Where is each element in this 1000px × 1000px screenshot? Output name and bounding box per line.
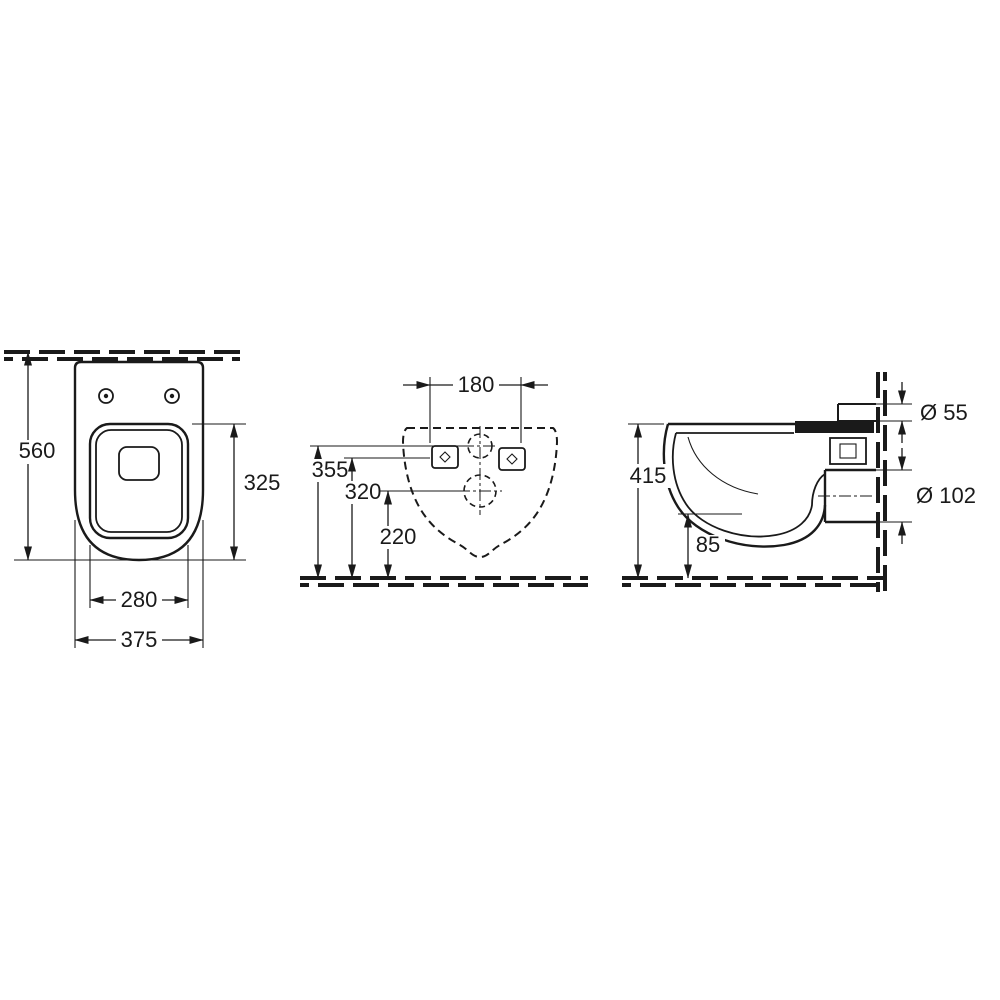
rear-view: 180 355 320 220 — [300, 372, 588, 587]
dim-label-375: 375 — [121, 627, 158, 652]
label-bg — [453, 373, 499, 397]
label-bg — [626, 464, 671, 488]
dim-label-diameter-102: Ø 102 — [916, 483, 976, 508]
dim-label-220: 220 — [380, 524, 417, 549]
dim-label-280: 280 — [121, 587, 158, 612]
dim-total-height-415: 415 — [626, 423, 671, 579]
seat-fixing-hole-left — [98, 388, 114, 404]
dim-label-415: 415 — [630, 463, 667, 488]
inlet-connection-inner — [839, 443, 857, 459]
dim-bowl-depth-325: 325 — [192, 423, 286, 561]
fixing-hole-right — [506, 453, 518, 465]
side-view: 415 85 Ø 55 Ø 102 — [622, 372, 976, 592]
bowl-drain-outline — [118, 446, 160, 481]
seat-fixing-hole-left-center — [103, 393, 109, 399]
seat-hinge-bar — [795, 421, 874, 433]
dim-inlet-height-355: 355 — [308, 445, 466, 579]
dim-label-180: 180 — [458, 372, 495, 397]
floor-hatch-right — [622, 576, 886, 587]
toilet-rear-hidden-outline — [401, 427, 559, 559]
dim-label-325: 325 — [244, 470, 281, 495]
dim-label-560: 560 — [19, 438, 56, 463]
dim-outlet-height-220: 220 — [376, 490, 462, 579]
label-bg — [116, 588, 162, 612]
dim-total-width-375: 375 — [74, 520, 204, 652]
wall-hatch-right — [876, 372, 887, 592]
dim-fixing-height-320: 320 — [341, 457, 430, 579]
dim-label-320: 320 — [345, 479, 382, 504]
seat-fixing-hole-right — [164, 388, 180, 404]
label-bg — [240, 471, 286, 495]
label-bg — [116, 628, 162, 652]
dim-bowl-width-280: 280 — [89, 545, 189, 612]
dim-label-355: 355 — [312, 457, 349, 482]
seat-fixing-hole-right-center — [169, 393, 175, 399]
dim-label-diameter-55: Ø 55 — [920, 400, 968, 425]
inlet-connection-box — [829, 437, 867, 465]
dim-fixing-spacing-180: 180 — [403, 372, 548, 443]
dim-inlet-diameter-55: Ø 55 — [876, 382, 968, 443]
bowl-water-line — [687, 436, 759, 495]
connection-circles — [458, 426, 502, 515]
wall-hatch-top — [4, 350, 240, 361]
bowl-rim-inner — [95, 429, 183, 533]
plan-view: 560 325 280 375 — [4, 350, 286, 652]
dim-front-clearance-85: 85 — [678, 513, 742, 579]
label-bg — [14, 440, 59, 464]
dim-outlet-diameter-102: Ø 102 — [876, 448, 976, 544]
label-bg — [308, 459, 353, 482]
label-bg — [341, 481, 386, 504]
fixing-hole-left — [439, 451, 451, 463]
dim-total-depth-560: 560 — [14, 351, 246, 561]
label-bg — [693, 535, 725, 557]
bowl-rim-outer — [88, 422, 190, 540]
fixing-plate-right — [498, 447, 526, 471]
label-bg — [376, 526, 421, 549]
dim-label-85: 85 — [696, 532, 720, 557]
bowl-inner-profile — [671, 432, 826, 538]
